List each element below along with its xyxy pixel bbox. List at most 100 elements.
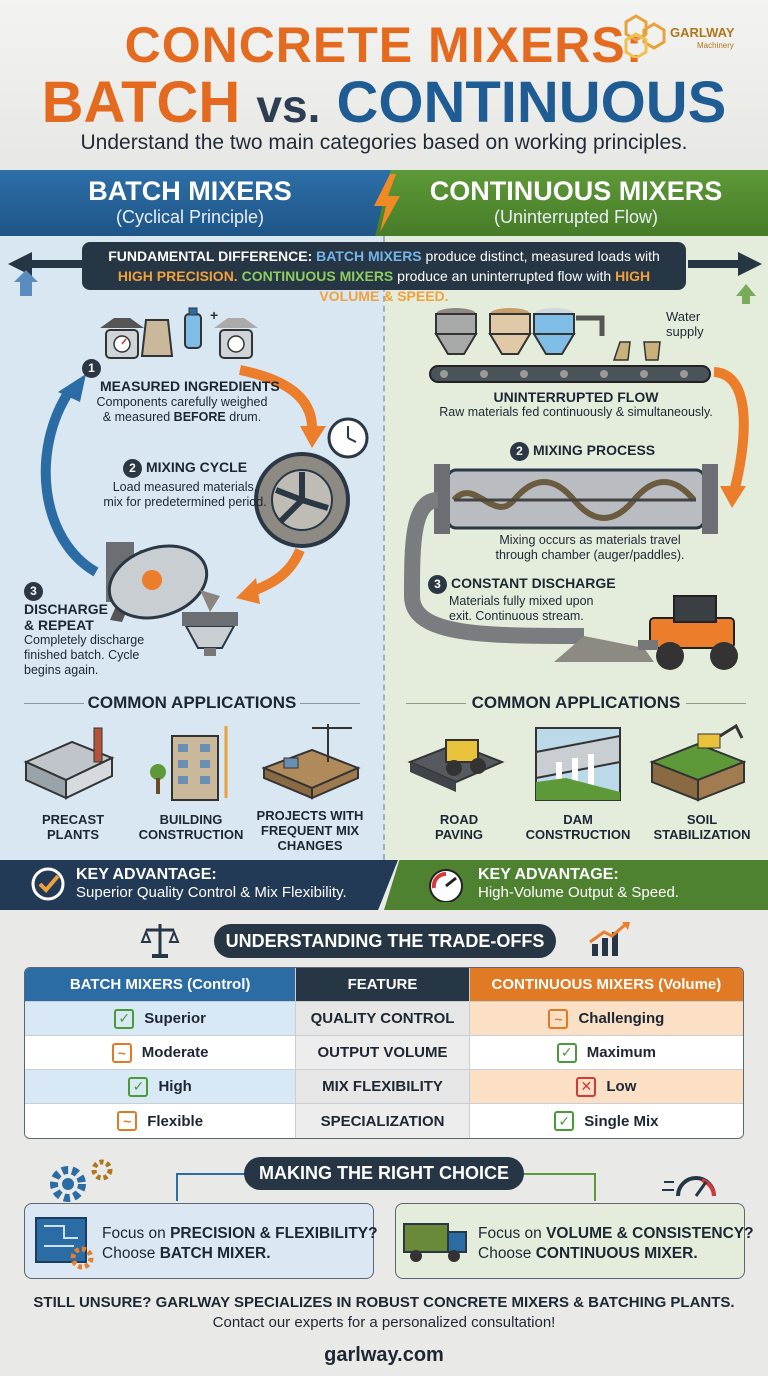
- mix-text-line-1: Mixing occurs as materials travel: [499, 533, 681, 547]
- app-soil: SOIL STABILIZATION: [646, 812, 758, 842]
- app-precast-line-1: PRECAST: [41, 812, 105, 827]
- app-building: BUILDING CONSTRUCTION: [136, 812, 246, 842]
- title-vs: vs.: [256, 80, 321, 132]
- hopper-icons: [434, 308, 661, 361]
- tradeoffs-title: UNDERSTANDING THE TRADE-OFFS: [214, 924, 556, 958]
- title-continuous: CONTINUOUS: [336, 70, 727, 135]
- mix-text-line-2: through chamber (auger/paddles).: [495, 548, 685, 562]
- step-1-badge: 1: [82, 359, 101, 378]
- step-2-text-line-1: Load measured materials,: [112, 480, 258, 494]
- table-row: ✓High MIX FLEXIBILITY ✕Low: [25, 1070, 743, 1104]
- precast-plant-icon: [23, 727, 115, 800]
- title-line-1: CONCRETE MIXERS:: [124, 17, 644, 73]
- choose-continuous-line-1: Focus on VOLUME & CONSISTENCY?: [478, 1225, 754, 1242]
- app-projects-line-1: PROJECTS WITH: [256, 808, 364, 823]
- row-1-batch-value: Superior: [144, 1010, 206, 1027]
- step-3-text-line-1: Completely discharge: [24, 633, 145, 647]
- mixing-process-text: Mixing occurs as materials travel throug…: [470, 533, 710, 563]
- batch-banner-subtitle: (Cyclical Principle): [115, 207, 265, 227]
- right-arrow-icon: [688, 252, 762, 304]
- discharge-step-title: CONSTANT DISCHARGE: [451, 575, 616, 591]
- footer-cta: STILL UNSURE? GARLWAY SPECIALIZES IN ROB…: [33, 1294, 735, 1311]
- logo-text[interactable]: GARLWAY: [670, 25, 735, 40]
- app-projects-line-3: CHANGES: [277, 838, 343, 853]
- row-3-continuous: ✕Low: [469, 1070, 743, 1104]
- batch-banner: BATCH MIXERS (Cyclical Principle): [0, 170, 395, 236]
- continuous-flow-diagram: [403, 308, 749, 670]
- row-1-continuous: ~ Challenging: [469, 1002, 743, 1036]
- scale-icon: [100, 318, 144, 359]
- row-4-feature: SPECIALIZATION: [296, 1104, 470, 1138]
- growth-chart-icon: [589, 922, 630, 956]
- paving-machine-icon: [638, 595, 738, 670]
- mix-step-title: MIXING PROCESS: [533, 442, 656, 458]
- row-1-continuous-value: Challenging: [578, 1010, 665, 1027]
- batch-banner-title: BATCH MIXERS: [88, 176, 292, 206]
- step-3-text-line-3: begins again.: [24, 663, 99, 677]
- fund-text-1: produce distinct, measured loads with: [425, 248, 660, 264]
- road-paving-icon: [407, 739, 505, 792]
- water-supply-label: Water supply: [666, 309, 704, 339]
- check-circle-icon: [31, 867, 65, 901]
- step-2-title: MIXING CYCLE: [145, 459, 248, 475]
- title-line-2: BATCH vs. CONTINUOUS: [0, 72, 768, 137]
- water-label-line-1: Water: [666, 309, 701, 324]
- table-header-row: BATCH MIXERS (Control) FEATURE CONTINUOU…: [25, 968, 743, 1002]
- check-icon: ✓: [114, 1008, 135, 1029]
- app-projects-line-2: FREQUENT MIX: [260, 823, 360, 838]
- mixed-projects-icon: [261, 724, 361, 800]
- choice-connector-left: [176, 1173, 178, 1201]
- app-building-line-1: BUILDING: [159, 812, 223, 827]
- apps-rule-right: [300, 703, 360, 704]
- panel-divider: [383, 236, 385, 860]
- tradeoffs-table: BATCH MIXERS (Control) FEATURE CONTINUOU…: [24, 967, 744, 1139]
- row-2-feature: OUTPUT VOLUME: [296, 1036, 470, 1070]
- row-3-feature: MIX FLEXIBILITY: [296, 1070, 470, 1104]
- choose-continuous-line-2: Choose CONTINUOUS MIXER.: [478, 1245, 698, 1262]
- row-2-batch: ~ Moderate: [25, 1036, 297, 1070]
- table-row: ✓Superior QUALITY CONTROL ~Challenging: [25, 1002, 743, 1036]
- fund-high-volume: HIGH VOLUME & SPEED.: [319, 268, 651, 304]
- row-1-batch: ✓ Superior: [25, 1002, 297, 1036]
- check-icon: ✓: [554, 1111, 575, 1131]
- tilde-icon: ~: [548, 1008, 569, 1029]
- fund-high-precision: HIGH PRECISION.: [117, 268, 238, 284]
- title-batch: BATCH: [41, 70, 241, 135]
- step-3-title-line-2: & REPEAT: [24, 617, 94, 633]
- mix-step-badge: 2: [510, 442, 529, 461]
- choose-batch-text: Focus on PRECISION & FLEXIBILITY? Choose…: [102, 1224, 378, 1264]
- garlway-logo-icon[interactable]: [624, 14, 668, 58]
- choose-continuous-text: Focus on VOLUME & CONSISTENCY? Choose CO…: [478, 1224, 754, 1264]
- footer-contact: Contact our experts for a personalized c…: [212, 1314, 556, 1331]
- continuous-banner: CONTINUOUS MIXERS (Uninterrupted Flow): [375, 170, 768, 236]
- continuous-apps-icons: [407, 723, 746, 802]
- choice-connector-left-h: [176, 1173, 246, 1175]
- apps-rule-left: [24, 703, 84, 704]
- app-soil-line-2: STABILIZATION: [653, 827, 751, 842]
- step-2-text-line-2: mix for predetermined period.: [103, 495, 267, 509]
- dump-truck-icon: [403, 1223, 467, 1262]
- table-header-feature: FEATURE: [296, 968, 470, 1002]
- tilde-icon: ~: [111, 1042, 132, 1063]
- continuous-ka-text: KEY ADVANTAGE: High-Volume Output & Spee…: [478, 866, 679, 901]
- row-2-batch-value: Moderate: [141, 1044, 209, 1061]
- row-4-continuous: ✓Single Mix: [469, 1104, 743, 1138]
- cont-apps-rule-left: [406, 703, 466, 704]
- batch-cycle-diagram: +: [40, 307, 369, 656]
- left-arrow-icon: [8, 252, 82, 296]
- batch-ka-title: KEY ADVANTAGE:: [76, 866, 217, 883]
- batch-ka-text: KEY ADVANTAGE: Superior Quality Control …: [76, 866, 347, 901]
- step-3-badge: 3: [24, 582, 43, 601]
- step-1-title: MEASURED INGREDIENTS: [100, 378, 280, 394]
- footer-url-link[interactable]: garlway.com: [324, 1344, 444, 1366]
- row-3-batch: ✓High: [25, 1070, 297, 1104]
- choose-batch-line-1: Focus on PRECISION & FLEXIBILITY?: [102, 1225, 378, 1242]
- app-road-line-2: PAVING: [435, 827, 483, 842]
- discharge-text-line-2: exit. Continuous stream.: [449, 609, 584, 623]
- app-precast: PRECAST PLANTS: [18, 812, 128, 842]
- app-road-line-1: ROAD: [439, 812, 479, 827]
- uninterrupted-flow: UNINTERRUPTED FLOW Raw materials fed con…: [384, 389, 768, 420]
- choose-batch-line-2: Choose BATCH MIXER.: [102, 1245, 271, 1262]
- lightning-bolt-icon: [374, 174, 400, 232]
